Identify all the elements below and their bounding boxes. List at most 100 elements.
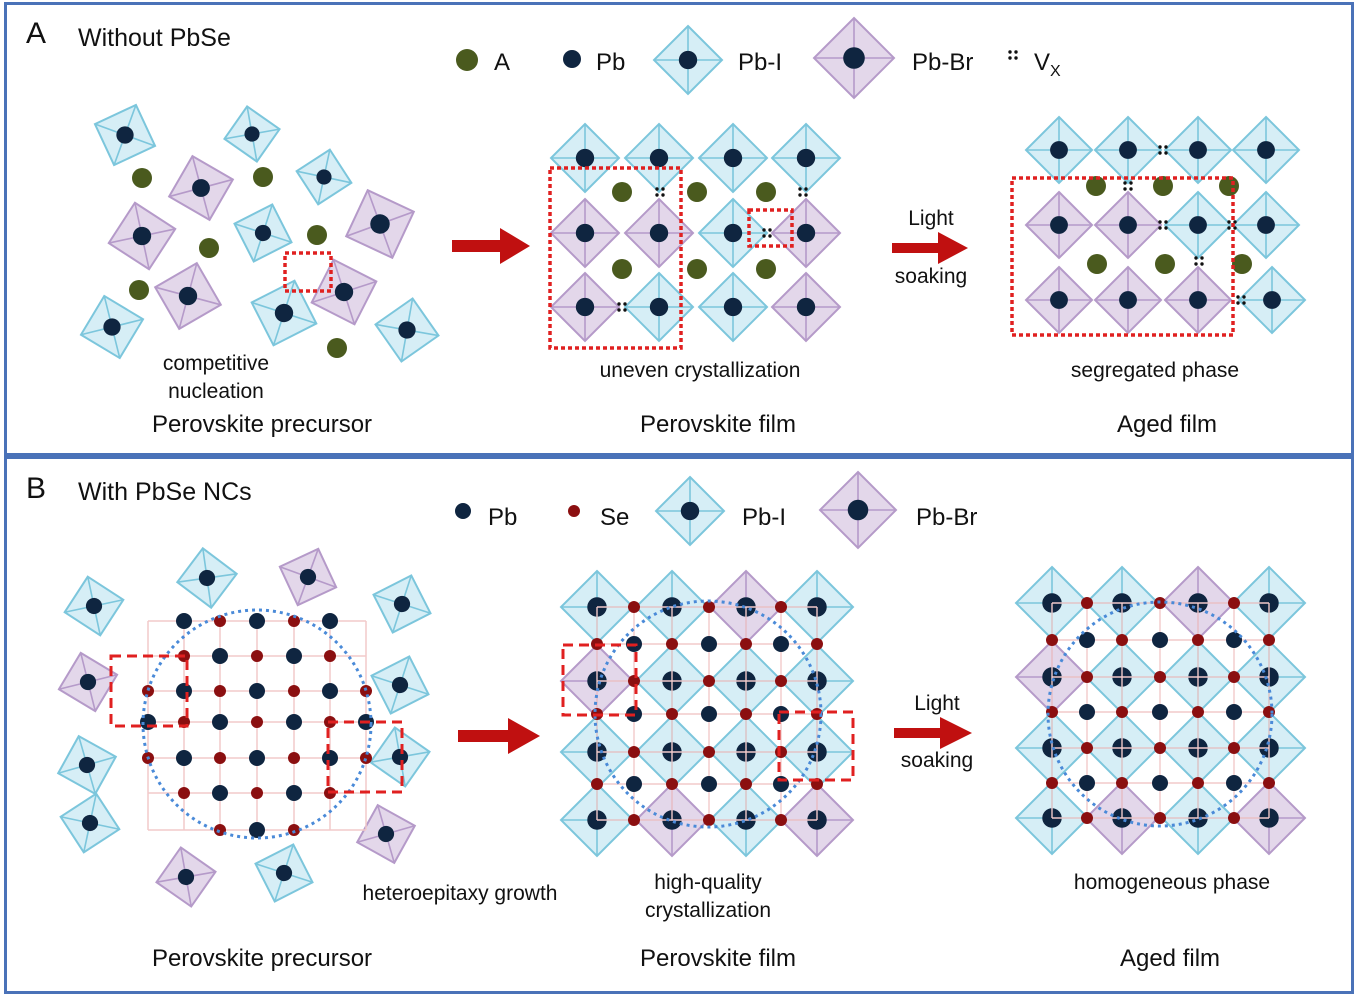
se-atom [628, 814, 640, 826]
legend-pbbr-label: Pb-Br [912, 49, 973, 76]
vacancy-defect [1158, 220, 1162, 224]
arrow-a-precursor-to-film [452, 228, 530, 264]
process-arrows [452, 228, 972, 754]
pb-atom [1152, 775, 1168, 791]
a-site-cation [612, 259, 632, 279]
a-site-cation [1086, 176, 1106, 196]
pb-br-octahedron [812, 16, 896, 100]
se-atom [703, 675, 715, 687]
vacancy-defect [1158, 226, 1162, 230]
pb-atom [1226, 704, 1242, 720]
se-atom [591, 778, 603, 790]
segregated-phase-label: segregated phase [1071, 359, 1239, 382]
vacancy-defect [1164, 226, 1168, 230]
se-atom [251, 650, 263, 662]
pb-atom [322, 750, 338, 766]
pb-atom [773, 636, 789, 652]
a-site-cation [307, 225, 327, 245]
heteroepitaxy-growth-label: heteroepitaxy growth [363, 882, 558, 905]
vacancy-defect [1242, 295, 1246, 299]
se-atom [1046, 634, 1058, 646]
pb-atom [701, 706, 717, 722]
pb-br-octahedron [770, 197, 842, 269]
pb-i-octahedron [254, 843, 314, 903]
a-site-cation [129, 280, 149, 300]
pb-atom [212, 648, 228, 664]
pb-i-octahedron [56, 734, 118, 796]
pb-atom [626, 776, 642, 792]
pb-i-octahedron [654, 475, 726, 547]
a-site-cation [756, 259, 776, 279]
legend-pb-dot [563, 50, 581, 68]
pb-atom [1152, 704, 1168, 720]
se-atom [1192, 634, 1204, 646]
vacancy-defect [623, 308, 627, 312]
pb-i-octahedron [372, 574, 432, 634]
pb-i-octahedron [63, 575, 125, 637]
legend-vacancy-dot [1014, 50, 1018, 54]
pb-i-octahedron [1024, 115, 1094, 185]
pb-i-octahedron [374, 297, 440, 363]
pb-atom [176, 613, 192, 629]
legend-a-site-dot [456, 49, 478, 71]
a-site-cation [132, 168, 152, 188]
se-atom [1192, 777, 1204, 789]
panel-a-precursor-caption: Perovskite precursor [152, 411, 372, 438]
a-site-cation [687, 259, 707, 279]
vacancy-defect [1129, 181, 1133, 185]
pb-br-octahedron [1163, 265, 1233, 335]
pb-i-octahedron [1237, 265, 1307, 335]
a-site-cation [199, 238, 219, 258]
panel-b-text: B With PbSe NCs Pb Se Pb-I Pb-Br heteroe… [26, 472, 1270, 972]
se-atom [1116, 777, 1128, 789]
legend-b-pb-label: Pb [488, 504, 517, 531]
pb-i-octahedron [697, 122, 769, 194]
vacancy-defect [1123, 181, 1127, 185]
pb-atom [701, 636, 717, 652]
a-site-cation [253, 167, 273, 187]
panel-a-soaking-label: soaking [895, 265, 967, 288]
se-atom [360, 752, 372, 764]
legend-se-dot [568, 505, 580, 517]
vacancy-defect [1123, 187, 1127, 191]
se-atom [360, 685, 372, 697]
vacancy-defect [804, 187, 808, 191]
legend-b-pbbr-label: Pb-Br [916, 504, 977, 531]
se-atom [740, 778, 752, 790]
panel-a-letter: A [26, 17, 46, 50]
high-quality-line1: high-quality [654, 871, 762, 894]
pb-atom [286, 785, 302, 801]
competitive-nucleation-line2: nucleation [168, 380, 264, 403]
pb-atom [249, 750, 265, 766]
pb-br-octahedron [549, 271, 621, 343]
vacancy-defect [768, 228, 772, 232]
pb-i-octahedron [1231, 115, 1301, 185]
pb-br-octahedron [107, 201, 177, 271]
vacancy-defect [762, 228, 766, 232]
pb-atom [701, 776, 717, 792]
heteroepitaxy-box-right [326, 720, 404, 794]
se-atom [214, 615, 226, 627]
se-atom [1154, 671, 1166, 683]
vacancy-defect [1227, 226, 1231, 230]
pb-atom [322, 683, 338, 699]
interface-box-left [561, 643, 638, 717]
legend-pbi-label: Pb-I [738, 49, 782, 76]
panel-b-film-caption: Perovskite film [640, 945, 796, 972]
legend-b-se-label: Se [600, 504, 629, 531]
pb-i-octahedron [250, 279, 318, 347]
pb-atom [1079, 704, 1095, 720]
panel-b-precursor-caption: Perovskite precursor [152, 945, 372, 972]
se-atom [251, 716, 263, 728]
se-atom [288, 752, 300, 764]
pb-br-octahedron [1093, 190, 1163, 260]
vacancy-defect [661, 193, 665, 197]
interface-box-right [777, 710, 855, 782]
se-atom [666, 778, 678, 790]
pb-br-octahedron [1024, 190, 1094, 260]
pb-br-octahedron [310, 258, 378, 326]
vacancy-highlight-box [747, 208, 794, 248]
legend-vacancy-dot [1008, 50, 1012, 54]
se-atom [214, 752, 226, 764]
